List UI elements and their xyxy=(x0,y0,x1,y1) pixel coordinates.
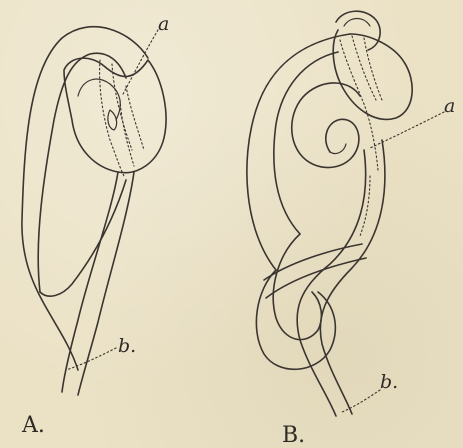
figure-a-dotted-canal-3 xyxy=(126,86,144,150)
figure-b-spiral xyxy=(292,83,360,168)
figure-b-top-knob xyxy=(336,11,380,50)
figure-a-dotted-canal-1 xyxy=(100,60,124,176)
figure-a-slit xyxy=(108,110,117,130)
figure-b-inner-loop xyxy=(274,52,338,234)
figure-b-stalk-2 xyxy=(320,140,385,414)
figure-a-stalk-left xyxy=(62,172,118,392)
figure-b-spiral-inner xyxy=(330,144,346,154)
figure-a-caption: A. xyxy=(21,413,45,438)
figure-b-label-a: a xyxy=(444,95,455,117)
figure-a-label-a: a xyxy=(158,13,169,35)
figure-a-stalk-right xyxy=(78,172,134,395)
figure-a-label-b: b. xyxy=(118,335,136,357)
figure-b xyxy=(247,11,444,416)
figure-a-leader-a xyxy=(122,30,158,96)
figure-b-label-b: b. xyxy=(380,371,398,393)
figure-b-top-knob-inner xyxy=(344,19,370,27)
figure-b-leader-b xyxy=(342,390,380,412)
figure-b-cross-strand-2 xyxy=(266,258,366,298)
figure-b-leader-a xyxy=(370,112,444,148)
figure-b-dotted-canal-1 xyxy=(340,40,378,170)
figure-b-caption: B. xyxy=(282,423,305,448)
figure-a-dotted-canal-4 xyxy=(120,100,134,166)
figure-b-lower-loop-outer xyxy=(256,270,335,369)
figure-b-stalk-1 xyxy=(297,150,366,416)
figure-a-inner-loop xyxy=(38,53,126,292)
figure-a xyxy=(22,27,166,395)
